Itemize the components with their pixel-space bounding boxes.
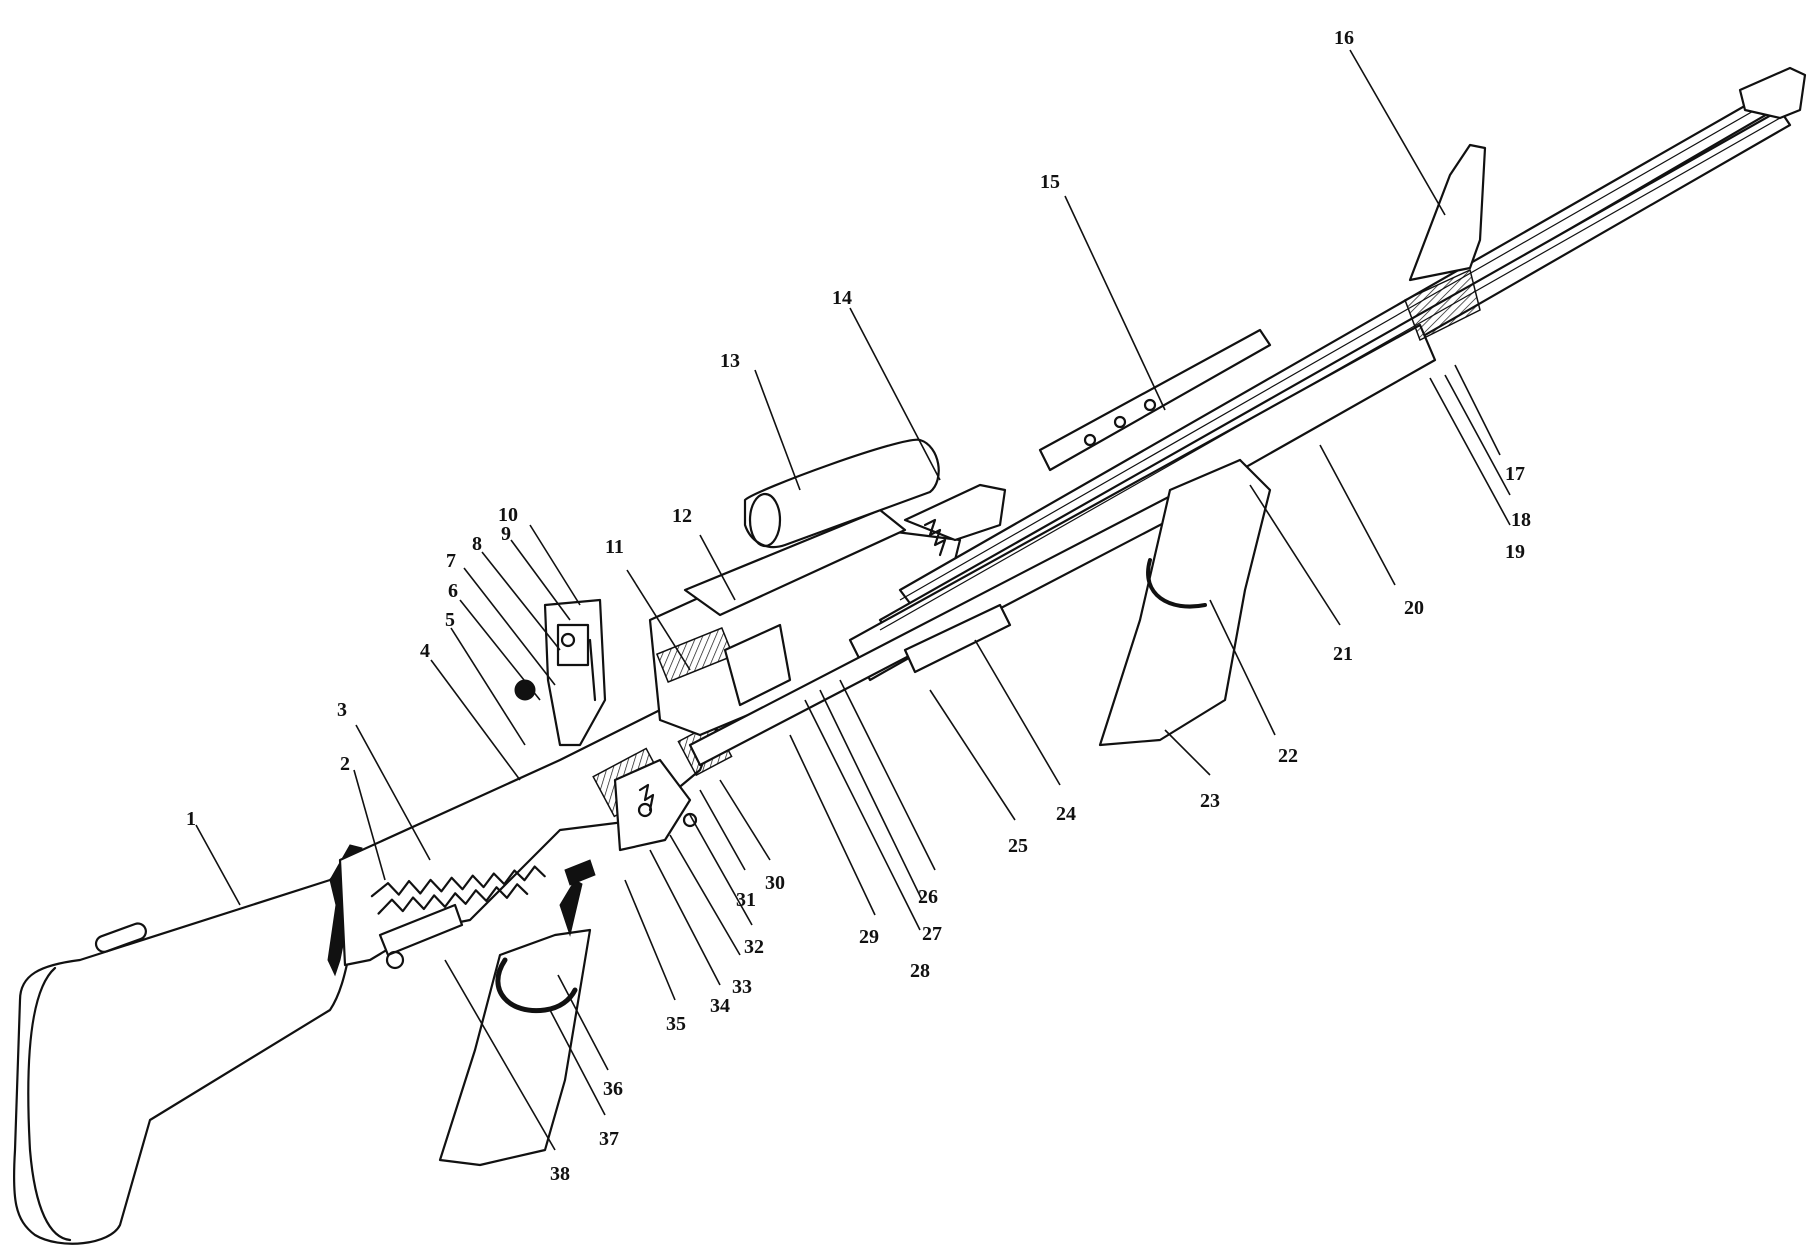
sear-spring	[638, 783, 655, 812]
pivot-pin-2	[682, 812, 698, 828]
callout-26: 26	[918, 886, 938, 908]
callout-15: 15	[1040, 171, 1060, 193]
gas-piston-sleeve	[903, 603, 1012, 674]
callout-33: 33	[732, 976, 752, 998]
callout-labels: 1 2 3 4 5 6 7 8 9 10 11 12 13 14 15 16 1…	[186, 27, 1531, 1185]
callout-20: 20	[1404, 597, 1424, 619]
recoil-spring	[370, 865, 546, 915]
handguard	[1038, 328, 1272, 472]
feed-cover	[683, 508, 907, 617]
callout-4: 4	[420, 640, 430, 662]
callout-8: 8	[472, 533, 482, 555]
callout-27: 27	[922, 923, 942, 945]
leader-lines	[195, 49, 1511, 1151]
callout-13: 13	[720, 350, 740, 372]
callout-5: 5	[445, 609, 455, 631]
callout-25: 25	[1008, 835, 1028, 857]
callout-22: 22	[1278, 745, 1298, 767]
callout-32: 32	[744, 936, 764, 958]
callout-19: 19	[1505, 541, 1525, 563]
butt-plate	[27, 966, 72, 1242]
callout-24: 24	[1056, 803, 1076, 825]
callout-10: 10	[498, 504, 518, 526]
callout-35: 35	[666, 1013, 686, 1035]
callout-34: 34	[710, 995, 730, 1017]
rear-sight	[514, 598, 607, 747]
trigger-guard	[495, 957, 578, 1014]
foregrip-cutout	[1146, 558, 1207, 609]
callout-38: 38	[550, 1163, 570, 1185]
flash-hider	[1738, 66, 1807, 120]
buffer-tube	[378, 903, 464, 957]
sling-slot	[94, 922, 147, 953]
bolt-catch	[564, 859, 596, 886]
callout-14: 14	[832, 287, 852, 309]
callout-9: 9	[501, 523, 511, 545]
callout-11: 11	[605, 536, 624, 558]
buffer-pin	[385, 950, 405, 970]
callout-3: 3	[337, 699, 347, 721]
bolt-hatched-section	[655, 627, 735, 683]
callout-7: 7	[446, 550, 456, 572]
callout-23: 23	[1200, 790, 1220, 812]
rifle-drawing	[12, 66, 1807, 1245]
callout-12: 12	[672, 505, 692, 527]
optic-lens	[748, 492, 782, 548]
callout-30: 30	[765, 872, 785, 894]
front-sight	[1408, 143, 1487, 282]
cover-latch-block	[723, 623, 792, 707]
buttstock	[12, 856, 354, 1245]
trigger	[559, 879, 583, 937]
pistol-grip-rear	[438, 928, 592, 1167]
callout-36: 36	[603, 1078, 623, 1100]
callout-37: 37	[599, 1128, 619, 1150]
callout-17: 17	[1505, 463, 1525, 485]
hammer-group	[613, 758, 692, 852]
callout-18: 18	[1511, 509, 1531, 531]
callout-28: 28	[910, 960, 930, 982]
mount-bracket	[903, 483, 1007, 542]
callout-31: 31	[736, 889, 756, 911]
callout-6: 6	[448, 580, 458, 602]
callout-1: 1	[186, 808, 196, 830]
foregrip	[1098, 458, 1272, 747]
callout-2: 2	[340, 753, 350, 775]
handguard-vents	[1083, 398, 1157, 447]
mount-spring	[923, 518, 947, 557]
callout-21: 21	[1333, 643, 1353, 665]
callout-29: 29	[859, 926, 879, 948]
callout-16: 16	[1334, 27, 1354, 49]
